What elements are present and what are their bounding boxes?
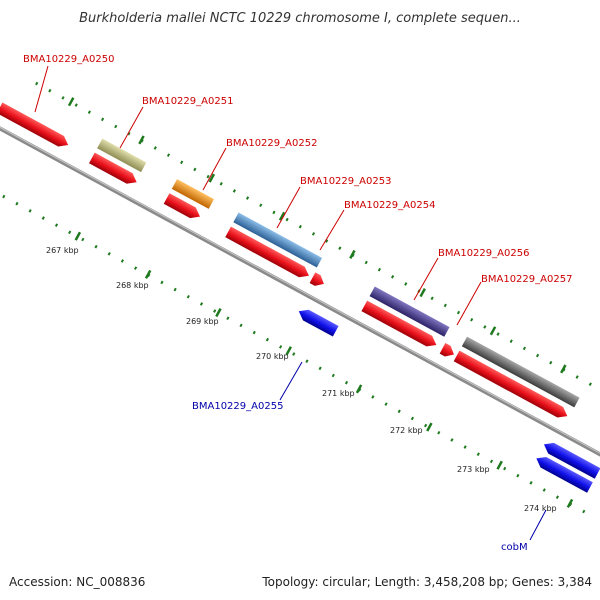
gene-bma10229-a0253[interactable] xyxy=(225,226,312,281)
label-a0255[interactable]: BMA10229_A0255 xyxy=(192,401,283,412)
leader-lines xyxy=(34,65,547,541)
inner-tick-ring xyxy=(0,173,589,515)
tick-label-268: 268 kbp xyxy=(116,281,149,290)
label-a0251[interactable]: BMA10229_A0251 xyxy=(142,96,233,107)
tick-label-272: 272 kbp xyxy=(390,426,423,435)
gene-labels: BMA10229_A0250 BMA10229_A0251 BMA10229_A… xyxy=(23,54,572,553)
gene-bma10229-a0257-cog[interactable] xyxy=(461,336,580,408)
tick-label-269: 269 kbp xyxy=(186,317,219,326)
track-group xyxy=(0,81,600,515)
gene-bma10229-a0253-cog[interactable] xyxy=(233,212,323,268)
leader-a0256 xyxy=(413,257,439,301)
accession-text: Accession: NC_008836 xyxy=(9,575,145,589)
gene-cobm[interactable] xyxy=(541,439,600,479)
gene-bma10229-a0252[interactable] xyxy=(163,193,203,222)
gene-bma10229-a0252-cog[interactable] xyxy=(171,179,214,209)
gene-cobm-2[interactable] xyxy=(533,453,593,493)
label-a0253[interactable]: BMA10229_A0253 xyxy=(300,176,391,187)
tick-label-270: 270 kbp xyxy=(256,352,289,361)
tick-label-267: 267 kbp xyxy=(46,246,79,255)
gene-small-red[interactable] xyxy=(439,343,457,360)
topology-stats: Topology: circular; Length: 3,458,208 bp… xyxy=(261,575,592,589)
label-a0254[interactable]: BMA10229_A0254 xyxy=(344,200,435,211)
inner-tick-dots xyxy=(0,173,589,515)
outer-tick-dots xyxy=(35,81,600,414)
cog-row xyxy=(97,138,580,408)
genome-backbone-highlight xyxy=(0,122,600,467)
label-a0252[interactable]: BMA10229_A0252 xyxy=(226,138,317,149)
gene-bma10229-a0256-cog[interactable] xyxy=(369,286,450,337)
leader-a0250 xyxy=(34,65,49,113)
tick-label-271: 271 kbp xyxy=(322,389,355,398)
label-a0257[interactable]: BMA10229_A0257 xyxy=(481,274,572,285)
label-a0250[interactable]: BMA10229_A0250 xyxy=(23,54,114,65)
tick-labels: 267 kbp 268 kbp 269 kbp 270 kbp 271 kbp … xyxy=(46,246,557,513)
map-title: Burkholderia mallei NCTC 10229 chromosom… xyxy=(79,11,521,26)
tick-label-274: 274 kbp xyxy=(524,504,557,513)
leader-a0253 xyxy=(276,186,301,229)
gene-bma10229-a0255[interactable] xyxy=(296,306,339,337)
inner-major-ticks xyxy=(74,231,574,508)
gene-bma10229-a0257-cds[interactable] xyxy=(453,350,570,422)
cds-forward-row xyxy=(0,102,570,422)
outer-major-ticks xyxy=(67,97,567,374)
genome-backbone xyxy=(0,121,600,469)
leader-a0254 xyxy=(319,209,345,251)
tick-label-273: 273 kbp xyxy=(457,465,490,474)
leader-a0255 xyxy=(279,361,303,401)
cds-reverse-row xyxy=(296,306,600,493)
label-cobm[interactable]: cobM xyxy=(501,542,528,553)
gene-bma10229-a0250[interactable] xyxy=(0,102,71,151)
gene-bma10229-a0251[interactable] xyxy=(89,152,140,188)
leader-a0257 xyxy=(456,281,482,326)
gene-bma10229-a0251-cog[interactable] xyxy=(97,138,147,173)
outer-tick-ring xyxy=(35,81,600,414)
gene-bma10229-a0256-cds[interactable] xyxy=(361,300,439,351)
leader-cobm xyxy=(529,509,547,541)
label-a0256[interactable]: BMA10229_A0256 xyxy=(438,248,529,259)
gene-bma10229-a0254[interactable] xyxy=(309,272,327,289)
leader-a0252 xyxy=(202,147,227,191)
leader-a0251 xyxy=(119,106,144,149)
